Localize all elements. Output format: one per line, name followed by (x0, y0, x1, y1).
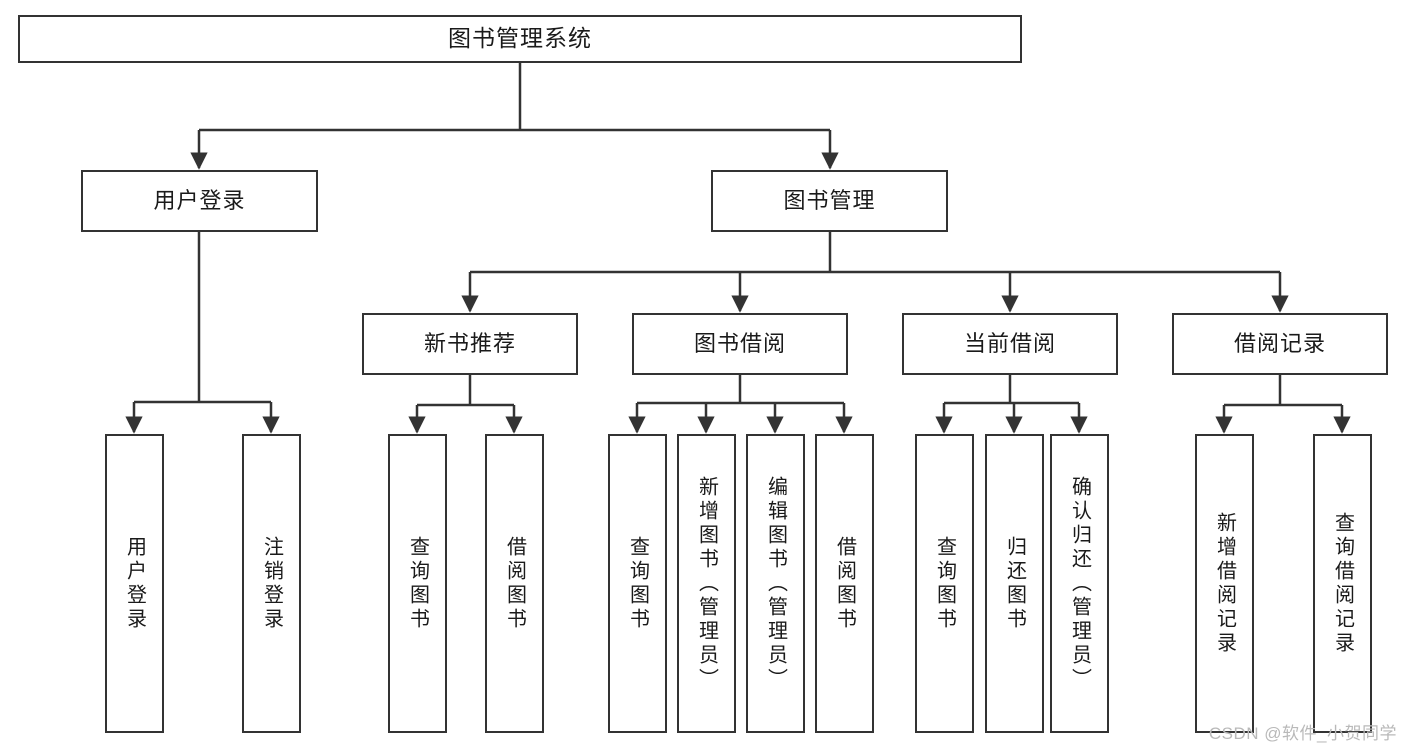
node-book-borrow[interactable]: 图书借阅 (632, 313, 848, 375)
node-leaf-query-record[interactable]: 查询借阅记录 (1313, 434, 1372, 733)
node-leaf-borrow-book-2[interactable]: 借阅图书 (815, 434, 874, 733)
node-current-borrow-label: 当前借阅 (963, 330, 1056, 356)
node-leaf-add-book-label: 新增图书（管理员） (695, 475, 718, 692)
node-leaf-logout-label: 注销登录 (260, 535, 283, 632)
node-leaf-logout[interactable]: 注销登录 (242, 434, 301, 733)
node-user-login[interactable]: 用户登录 (81, 170, 318, 232)
node-leaf-edit-book-label: 编辑图书（管理员） (764, 475, 787, 692)
node-leaf-borrow-book-2-label: 借阅图书 (833, 535, 856, 632)
node-leaf-query-book-1-label: 查询图书 (406, 535, 429, 632)
node-leaf-add-record[interactable]: 新增借阅记录 (1195, 434, 1254, 733)
node-leaf-add-record-label: 新增借阅记录 (1213, 511, 1236, 656)
node-leaf-confirm-return[interactable]: 确认归还（管理员） (1050, 434, 1109, 733)
node-root-label: 图书管理系统 (448, 25, 592, 52)
node-book-borrow-label: 图书借阅 (693, 330, 786, 356)
node-leaf-confirm-return-label: 确认归还（管理员） (1068, 475, 1091, 692)
node-user-login-label: 用户登录 (153, 187, 246, 213)
node-new-book-rec[interactable]: 新书推荐 (362, 313, 578, 375)
node-current-borrow[interactable]: 当前借阅 (902, 313, 1118, 375)
node-leaf-user-login[interactable]: 用户登录 (105, 434, 164, 733)
node-leaf-user-login-label: 用户登录 (123, 535, 146, 632)
node-leaf-query-book-2[interactable]: 查询图书 (608, 434, 667, 733)
node-leaf-query-book-2-label: 查询图书 (626, 535, 649, 632)
node-leaf-edit-book[interactable]: 编辑图书（管理员） (746, 434, 805, 733)
node-borrow-record-label: 借阅记录 (1233, 330, 1326, 356)
node-leaf-return-book-label: 归还图书 (1003, 535, 1026, 632)
node-root[interactable]: 图书管理系统 (18, 15, 1022, 63)
node-leaf-query-record-label: 查询借阅记录 (1331, 511, 1354, 656)
node-leaf-query-book-3-label: 查询图书 (933, 535, 956, 632)
node-leaf-add-book[interactable]: 新增图书（管理员） (677, 434, 736, 733)
node-book-manage[interactable]: 图书管理 (711, 170, 948, 232)
node-leaf-query-book-1[interactable]: 查询图书 (388, 434, 447, 733)
node-book-manage-label: 图书管理 (783, 187, 876, 213)
node-leaf-query-book-3[interactable]: 查询图书 (915, 434, 974, 733)
node-leaf-borrow-book-1[interactable]: 借阅图书 (485, 434, 544, 733)
node-leaf-return-book[interactable]: 归还图书 (985, 434, 1044, 733)
node-new-book-rec-label: 新书推荐 (423, 330, 516, 356)
watermark: CSDN @软件_小贺同学 (1208, 724, 1397, 743)
node-borrow-record[interactable]: 借阅记录 (1172, 313, 1388, 375)
node-leaf-borrow-book-1-label: 借阅图书 (503, 535, 526, 632)
